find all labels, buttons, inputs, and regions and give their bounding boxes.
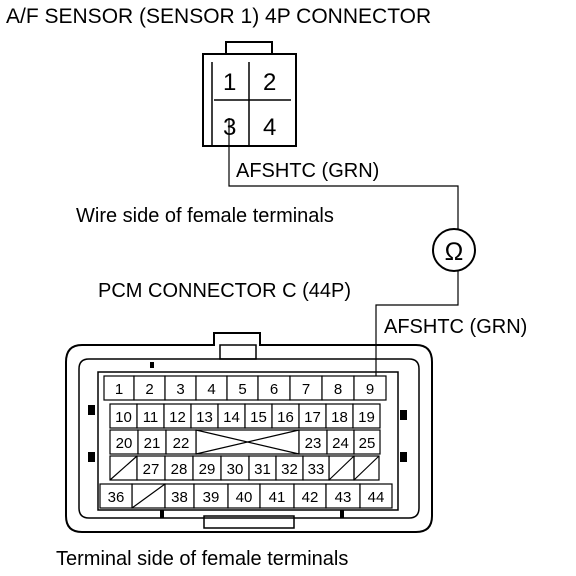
sensor-connector-title: A/F SENSOR (SENSOR 1) 4P CONNECTOR bbox=[6, 5, 431, 28]
pcm-pin-label: 10 bbox=[115, 409, 132, 426]
pcm-pin-label: 40 bbox=[236, 489, 253, 506]
pcm-pin-label: 4 bbox=[207, 381, 215, 398]
pcm-pin-label: 21 bbox=[144, 435, 161, 452]
pcm-pin-label: 43 bbox=[335, 489, 352, 506]
pcm-pin-label: 33 bbox=[308, 461, 325, 478]
pcm-pin-label: 20 bbox=[116, 435, 133, 452]
pcm-pin-label: 8 bbox=[334, 381, 342, 398]
pcm-pin-label: 31 bbox=[254, 461, 271, 478]
pcm-pin-label: 30 bbox=[227, 461, 244, 478]
pcm-pin-cell bbox=[248, 455, 277, 481]
pcm-connector-latch bbox=[219, 344, 257, 360]
test-wire bbox=[228, 118, 459, 383]
pcm-pin-cell bbox=[353, 429, 381, 455]
pcm-pin-cell bbox=[321, 375, 355, 401]
pcm-pin-label: 11 bbox=[143, 409, 159, 426]
pcm-pin-label: 32 bbox=[281, 461, 298, 478]
pcm-pin-cell bbox=[103, 375, 135, 401]
pcm-connector-bottom-key bbox=[203, 515, 295, 529]
pcm-pin-cell bbox=[271, 403, 300, 429]
pcm-pin-cell bbox=[325, 403, 354, 429]
pcm-pin-label: 29 bbox=[199, 461, 216, 478]
pcm-pin-label: 1 bbox=[115, 381, 123, 398]
pcm-pin-label: 22 bbox=[173, 435, 190, 452]
pcm-side-guides bbox=[88, 362, 407, 518]
pcm-pin-cell bbox=[359, 483, 393, 509]
wire-label-bottom: AFSHTC (GRN) bbox=[384, 316, 527, 338]
ohm-icon: Ω bbox=[445, 238, 464, 266]
pcm-pin-label: 38 bbox=[171, 489, 188, 506]
pcm-pin-cell bbox=[352, 403, 381, 429]
pcm-pin-label: 13 bbox=[196, 409, 213, 426]
pcm-pin-label: 36 bbox=[108, 489, 125, 506]
wire-label-top: AFSHTC (GRN) bbox=[236, 160, 379, 182]
pcm-pin-label: 15 bbox=[250, 409, 267, 426]
pcm-pin-label: 23 bbox=[305, 435, 322, 452]
pcm-pin-label: 6 bbox=[270, 381, 278, 398]
pcm-pin-cell bbox=[99, 483, 133, 509]
pcm-pin-cell bbox=[193, 483, 229, 509]
pcm-pin-cell bbox=[165, 429, 197, 455]
pcm-pin-label: 25 bbox=[359, 435, 376, 452]
pcm-pin-label: 19 bbox=[358, 409, 375, 426]
pcm-pin-cell bbox=[217, 403, 246, 429]
pcm-pin-label: 24 bbox=[332, 435, 349, 452]
pcm-pin-label: 16 bbox=[277, 409, 294, 426]
sensor-pin-4: 4 bbox=[263, 114, 276, 141]
pcm-pin-label: 7 bbox=[302, 381, 310, 398]
pcm-pin-label: 12 bbox=[169, 409, 186, 426]
pcm-view-label: Terminal side of female terminals bbox=[56, 548, 348, 570]
pcm-pin-cell bbox=[353, 375, 387, 401]
pcm-pin-label: 14 bbox=[223, 409, 240, 426]
pcm-pin-cell bbox=[227, 483, 261, 509]
pcm-connector-title: PCM CONNECTOR C (44P) bbox=[98, 280, 351, 302]
pcm-pin-label: 39 bbox=[203, 489, 220, 506]
pcm-pin-cell bbox=[244, 403, 273, 429]
pcm-pin-label: 28 bbox=[171, 461, 188, 478]
pcm-pin-cell bbox=[220, 455, 250, 481]
sensor-connector bbox=[202, 41, 297, 147]
pcm-pin-label: 41 bbox=[269, 489, 286, 506]
pcm-connector bbox=[65, 332, 433, 533]
pcm-pin-label: 2 bbox=[145, 381, 153, 398]
pcm-pin-cell bbox=[302, 455, 330, 481]
pcm-pin-cell bbox=[109, 403, 138, 429]
pcm-pin-label: 42 bbox=[302, 489, 319, 506]
sensor-connector-latch bbox=[225, 41, 273, 55]
pcm-pin-cell bbox=[163, 403, 192, 429]
pcm-pin-cell bbox=[136, 403, 165, 429]
pcm-pin-label: 5 bbox=[238, 381, 246, 398]
pcm-pin-label: 9 bbox=[366, 381, 374, 398]
pcm-connector-shell bbox=[65, 332, 433, 533]
sensor-view-label: Wire side of female terminals bbox=[76, 205, 334, 227]
pcm-pin-cell bbox=[164, 455, 194, 481]
pcm-pin-label: 3 bbox=[176, 381, 184, 398]
sensor-pin-1: 1 bbox=[223, 69, 236, 96]
pcm-pin-label: 44 bbox=[368, 489, 385, 506]
pcm-pin-cell bbox=[257, 375, 291, 401]
pcm-pin-label: 17 bbox=[304, 409, 321, 426]
pcm-pin-cell bbox=[326, 429, 355, 455]
sensor-pin-2: 2 bbox=[263, 69, 276, 96]
pcm-pin-cell bbox=[275, 455, 304, 481]
pcm-pin-label: 27 bbox=[143, 461, 160, 478]
sensor-pin-3: 3 bbox=[223, 114, 236, 141]
pcm-pin-cell bbox=[298, 429, 328, 455]
pcm-pin-cell bbox=[137, 429, 167, 455]
pcm-pin-label: 18 bbox=[331, 409, 348, 426]
ohmmeter-symbol bbox=[432, 228, 476, 272]
pcm-pin-cell bbox=[289, 375, 323, 401]
pcm-pin-cell bbox=[136, 455, 166, 481]
pcm-pin-cell bbox=[293, 483, 327, 509]
